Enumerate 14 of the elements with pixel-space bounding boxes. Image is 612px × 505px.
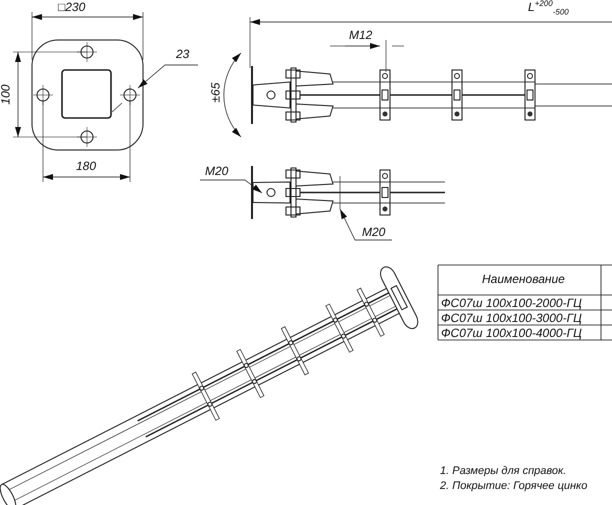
thread-size-label: M20 bbox=[362, 226, 386, 240]
product-name: ФС07ш 100x100-3000-ГЦ bbox=[441, 312, 582, 326]
product-name: ФС07ш 100x100-2000-ГЦ bbox=[441, 297, 582, 310]
dimension-text: □230 bbox=[58, 1, 86, 14]
dimension-text: 180 bbox=[76, 160, 96, 174]
thread-size-label: M20 bbox=[205, 165, 228, 178]
note-text: 1. Размеры для справок. bbox=[440, 465, 566, 478]
thread-size-label: M12 bbox=[349, 29, 372, 42]
note-text: 2. Покрытие: Горячее цинко bbox=[440, 480, 588, 492]
dimension-text: 23 bbox=[176, 48, 190, 62]
product-name: ФС07ш 100x100-4000-ГЦ bbox=[441, 327, 582, 340]
column-header: Наименование bbox=[482, 273, 565, 286]
dimension-text: 100 bbox=[0, 84, 13, 105]
angle-label: ±65 bbox=[209, 82, 223, 103]
